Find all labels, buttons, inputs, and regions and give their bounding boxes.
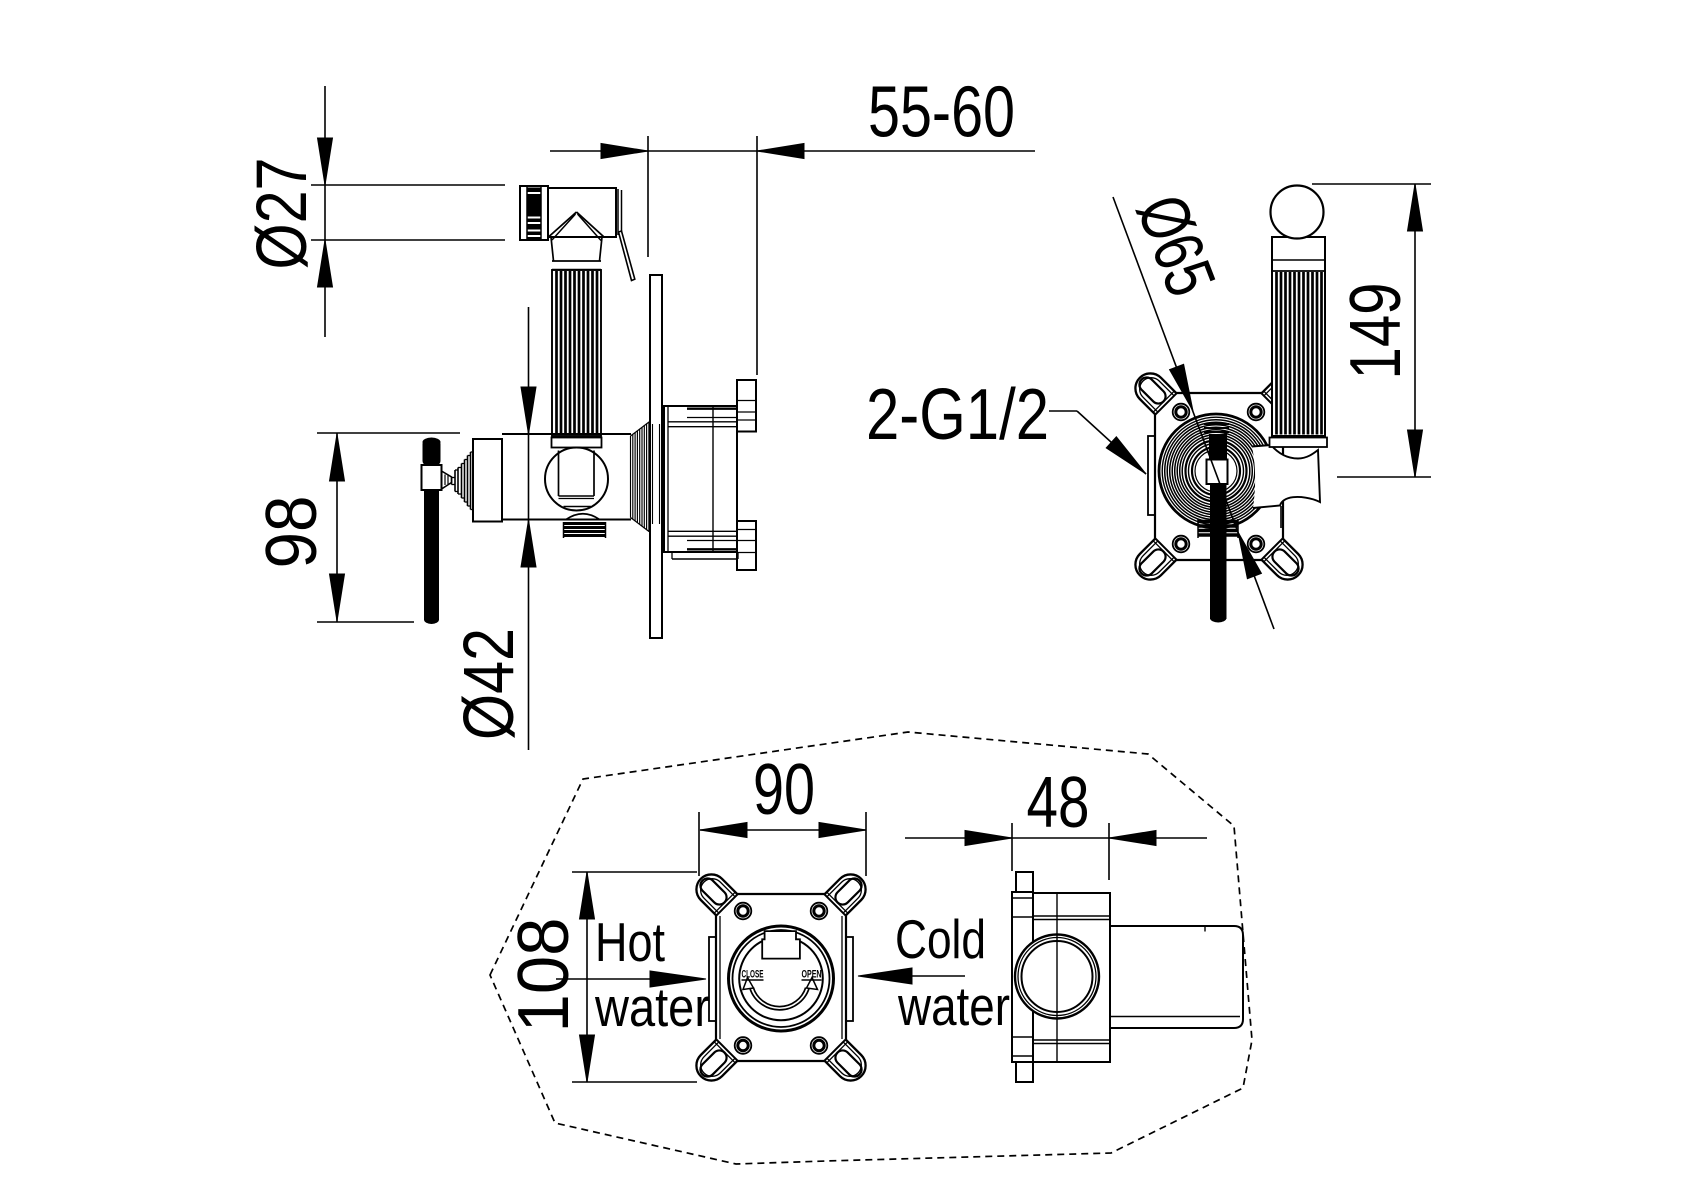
svg-text:CLOSE: CLOSE xyxy=(742,969,764,981)
svg-text:Ø27: Ø27 xyxy=(243,158,322,270)
svg-text:55-60: 55-60 xyxy=(868,73,1015,153)
svg-text:Cold: Cold xyxy=(895,908,986,970)
svg-text:48: 48 xyxy=(1027,763,1090,843)
svg-text:OPEN: OPEN xyxy=(802,969,822,981)
svg-text:water: water xyxy=(897,975,1010,1037)
svg-text:149: 149 xyxy=(1336,283,1416,380)
svg-text:90: 90 xyxy=(753,750,815,830)
svg-text:108: 108 xyxy=(504,918,584,1033)
svg-text:Hot: Hot xyxy=(595,911,665,973)
svg-text:Ø42: Ø42 xyxy=(450,628,529,740)
svg-text:98: 98 xyxy=(252,496,332,569)
svg-text:2-G1/2: 2-G1/2 xyxy=(866,375,1049,455)
